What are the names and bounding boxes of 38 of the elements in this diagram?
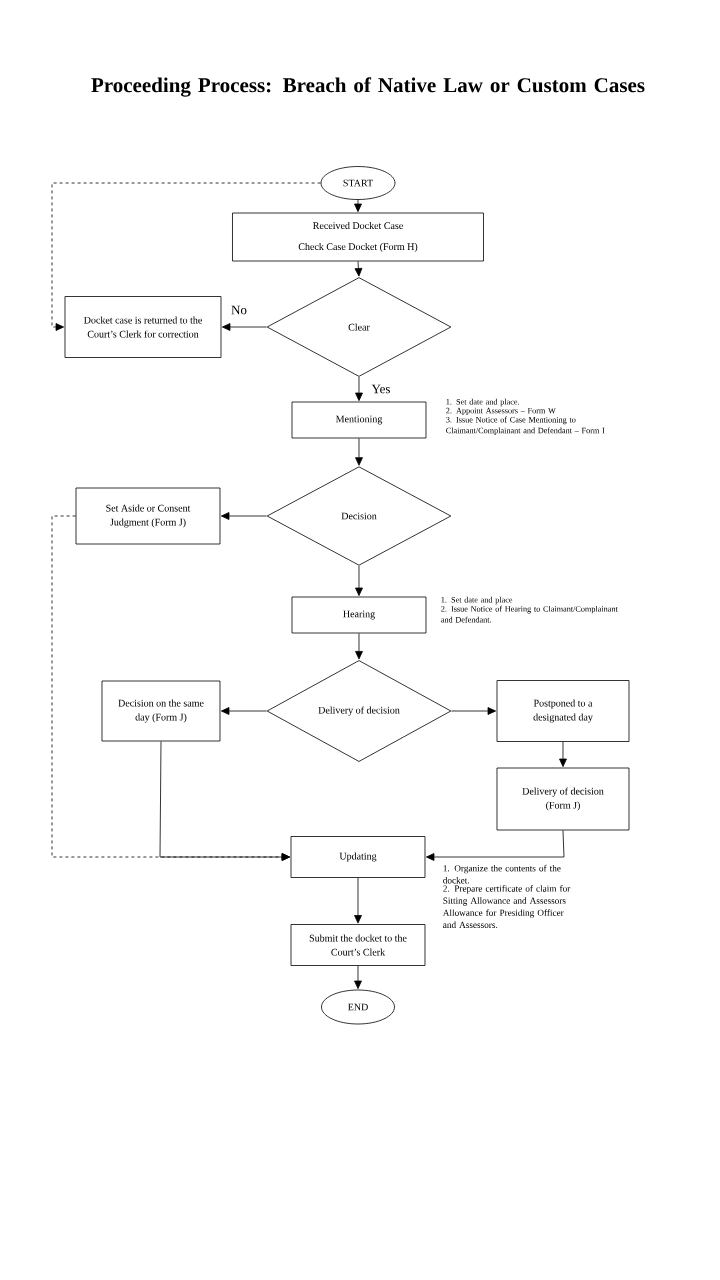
process-box: Submit the docket to the Court’s Clerk	[290, 924, 426, 966]
list-item: 1. Set date and place	[441, 596, 513, 605]
arrow	[222, 323, 267, 331]
process-box: Decision on the same day (Form J)	[101, 680, 221, 742]
edge-label: No	[230, 304, 248, 316]
list-item: 1. Set date and place.	[446, 398, 520, 407]
process-box: Updating	[290, 836, 426, 878]
arrow	[354, 877, 362, 924]
arrow	[51, 515, 290, 861]
arrow	[354, 261, 363, 277]
edge-label: Yes	[370, 383, 392, 395]
arrow	[559, 741, 567, 767]
list-item: 2. Appoint Assessors – Form W	[446, 407, 556, 415]
arrow	[355, 565, 363, 596]
arrow	[355, 633, 363, 660]
arrow	[426, 830, 565, 861]
arrow	[51, 182, 321, 331]
arrow	[221, 707, 267, 715]
process-box: Mentioning	[291, 401, 427, 439]
process-box: Set Aside or Consent Judgment (Form J)	[75, 487, 221, 545]
start-oval: START	[320, 166, 396, 200]
list-item: 1. Organize the contents of the docket.	[443, 864, 561, 884]
list-item: 2. Prepare certificate of claim for Sitting Allowance and Assessors Allowance for Presiding Officer and Assessors.	[442, 885, 571, 928]
end-oval: END	[321, 989, 395, 1025]
arrow	[221, 512, 267, 520]
process-box: Received Docket Case Check Case Docket (Form H)	[232, 212, 484, 262]
process-box: Delivery of decision (Form J)	[496, 767, 630, 831]
arrow	[354, 199, 362, 213]
process-box: Docket case is returned to the Court’s Clerk for correction	[64, 296, 222, 358]
arrow	[451, 707, 496, 715]
arrow	[355, 376, 363, 402]
title: Proceeding Process: Breach of Native Law or Custom Cases	[91, 77, 645, 97]
arrow	[355, 438, 363, 466]
process-box: Postponed to a designated day	[496, 680, 630, 742]
process-box: Hearing	[291, 596, 427, 634]
list-item: 2. Issue Notice of Hearing to Claimant/Complainant and Defendant.	[441, 605, 618, 623]
arrow	[354, 965, 362, 989]
list-item: 3. Issue Notice of Case Mentioning to Claimant/Complainant and Defendant – Form I	[446, 416, 605, 435]
